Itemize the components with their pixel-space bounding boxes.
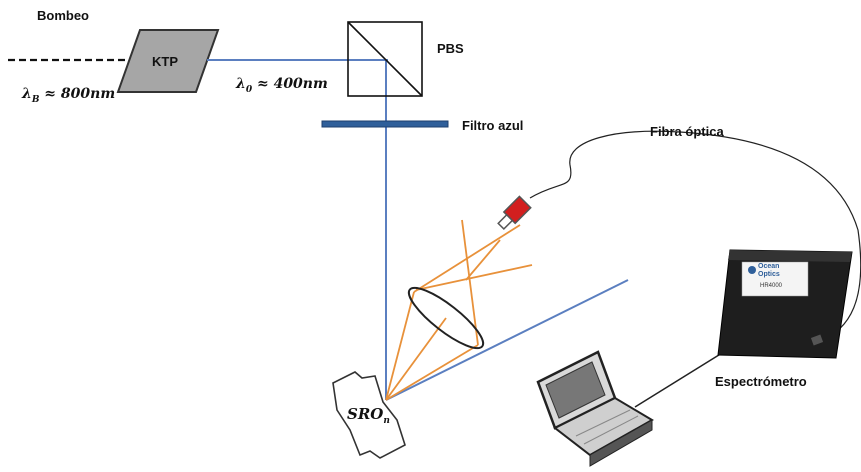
blue-filter xyxy=(321,120,449,128)
focusing-lens xyxy=(407,286,485,350)
optical-fiber-cable xyxy=(529,130,861,343)
pbs-cube xyxy=(347,21,423,97)
pbs-label: PBS xyxy=(437,41,464,56)
collection-rays xyxy=(385,219,533,401)
fiber-tip xyxy=(497,195,532,231)
signal-wavelength: λ0 ≈ 400nm xyxy=(236,76,328,95)
laptop xyxy=(536,350,654,467)
fiber-label: Fibra óptica xyxy=(650,124,724,139)
sample-sron xyxy=(332,371,406,459)
pbs-diagonal xyxy=(347,21,423,97)
pump-wavelength: λB ≈ 800nm xyxy=(22,86,116,105)
ktp-label: KTP xyxy=(152,54,178,69)
sample-label: SROn xyxy=(347,405,390,426)
spectrometer xyxy=(717,249,853,359)
spectrometer-model: HR4000 xyxy=(760,283,783,289)
pump-label: Bombeo xyxy=(37,8,89,23)
filter-label: Filtro azul xyxy=(462,118,524,133)
spectrometer-brand: Ocean Optics xyxy=(758,263,780,278)
blue-beam-reflected xyxy=(385,279,629,401)
spectrometer-label: Espectrómetro xyxy=(715,374,807,389)
ktp-crystal xyxy=(116,29,220,93)
